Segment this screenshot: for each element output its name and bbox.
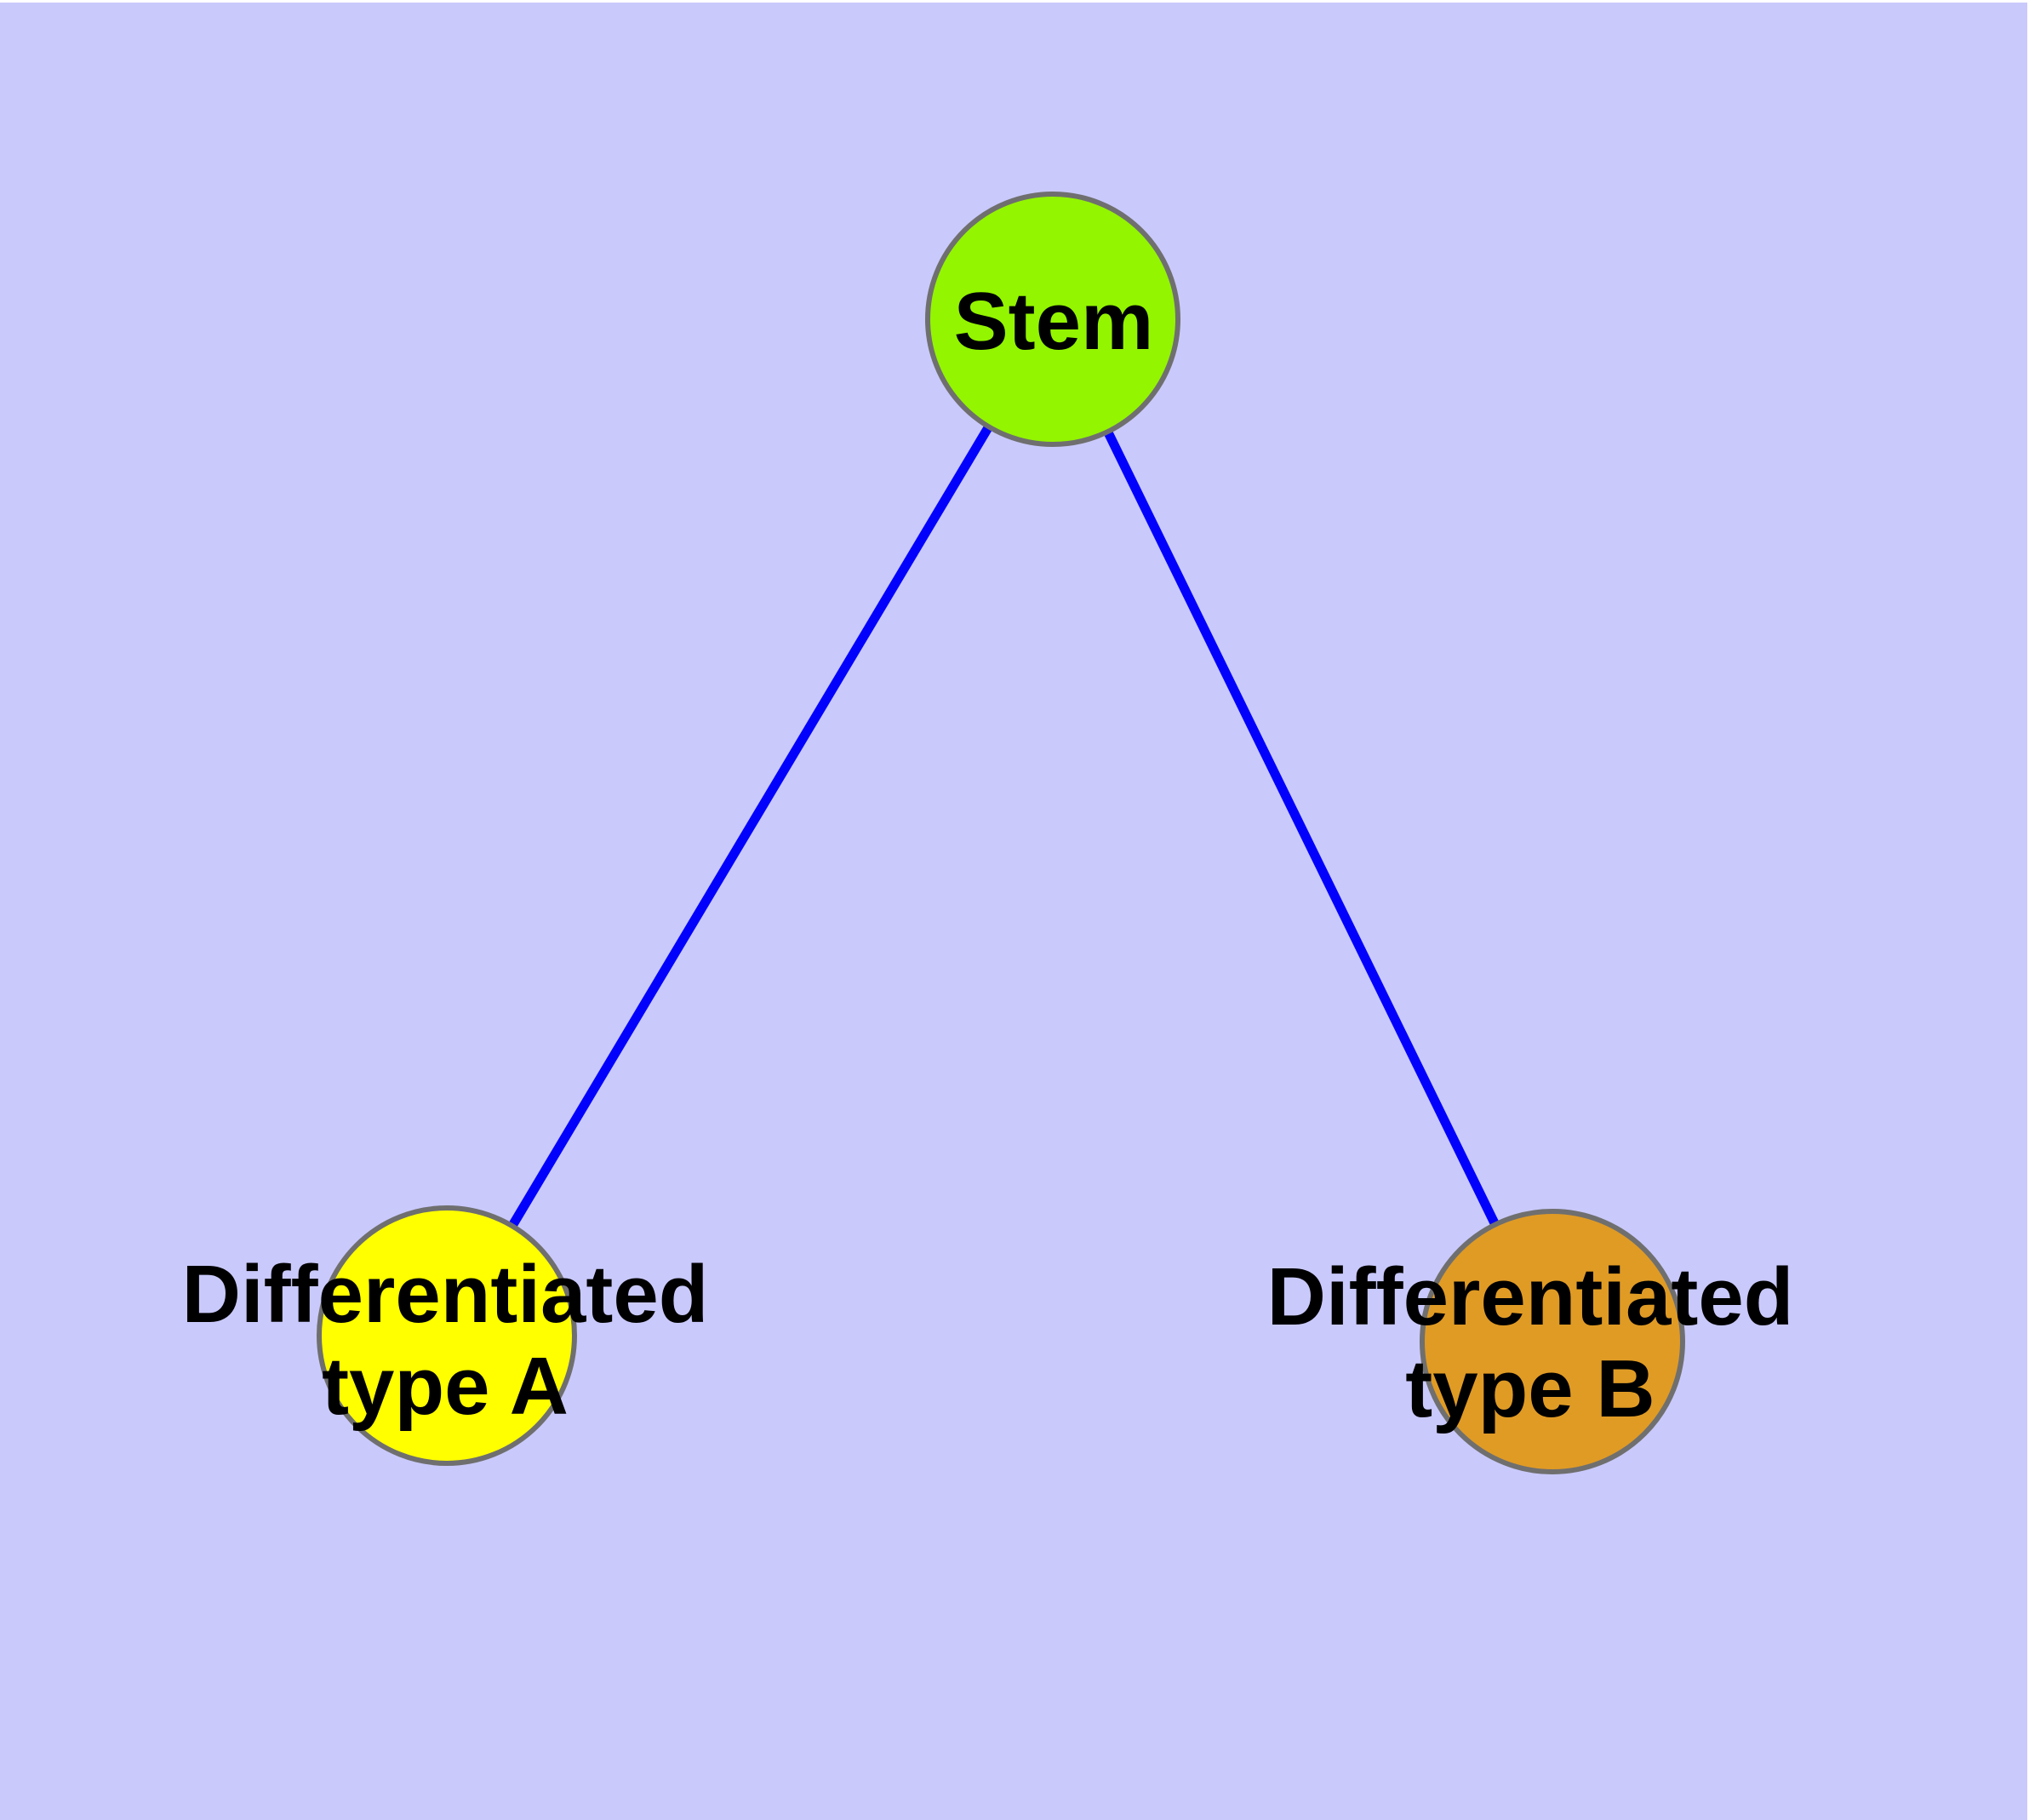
node-type-b-label-line1: Differentiated	[1267, 1251, 1794, 1342]
edge-stem-to-type-a	[443, 317, 1057, 1338]
node-differentiated-type-b	[1420, 1209, 1685, 1474]
node-stem	[925, 192, 1180, 447]
graph-svg: Stem Differentiated type A Differentiate…	[0, 3, 2027, 1820]
edge-stem-to-type-b	[1049, 317, 1557, 1344]
node-type-a-label-line1: Differentiated	[182, 1249, 709, 1340]
graph-canvas: Stem Differentiated type A Differentiate…	[0, 3, 2027, 1820]
node-type-b-label-line2: type B	[1405, 1343, 1655, 1434]
node-type-a-label-line2: type A	[322, 1341, 569, 1432]
node-differentiated-type-a	[317, 1205, 577, 1466]
node-stem-label: Stem	[954, 276, 1154, 367]
